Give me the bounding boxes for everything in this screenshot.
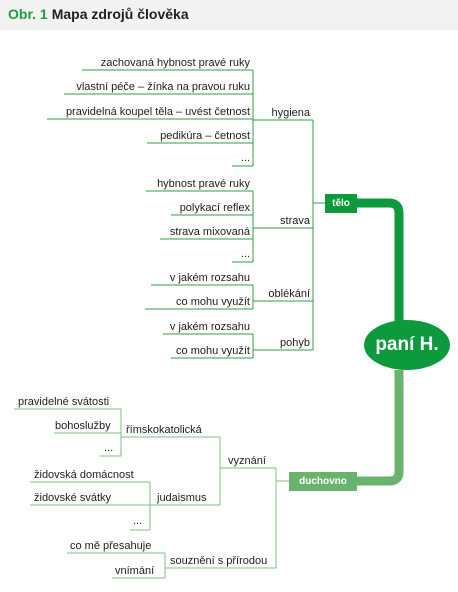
leaf-pravidelna-koupel: pravidelná koupel těla – uvést četnost (65, 106, 250, 118)
leaf-oblekani-vyuzit: co mohu využít (176, 296, 250, 308)
leaf-oblekani-rozsah: v jakém rozsahu (169, 272, 250, 284)
figure-title-text: Mapa zdrojů člověka (51, 6, 189, 22)
branch-pohyb: pohyb (280, 337, 310, 349)
leaf-vlastni-pece: vlastní péče – žínka na pravou ruku (76, 81, 250, 93)
category-node-duchovno: duchovno (289, 472, 357, 491)
leaf-pedikura: pedikúra – četnost (160, 130, 250, 142)
leaf-hygiena-more: ... (240, 152, 250, 164)
leaf-rimskokatolicka-more: ... (104, 442, 114, 454)
leaf-vnimani: vnímání (115, 565, 155, 577)
leaf-bohosluzby: bohoslužby (55, 420, 111, 432)
leaf-hybnost-prave-ruky: hybnost pravé ruky (157, 178, 250, 190)
leaf-pohyb-rozsah: v jakém rozsahu (169, 321, 250, 333)
leaf-zachovana-hybnost: zachovaná hybnost pravé ruky (100, 57, 250, 69)
branch-rimskokatolicka: římskokatolická (126, 424, 202, 436)
branch-hygiena: hygiena (271, 107, 310, 119)
branch-oblekani: oblékání (268, 288, 310, 300)
leaf-judaismus-more: ... (133, 515, 143, 527)
leaf-strava-more: ... (240, 248, 250, 260)
leaf-zidovska-domacnost: židovská domácnost (34, 469, 134, 481)
leaf-polykaci-reflex: polykací reflex (179, 202, 250, 214)
mind-map-panel (0, 30, 458, 592)
leaf-pravidelne-svatosti: pravidelné svátosti (18, 396, 110, 408)
branch-strava: strava (280, 215, 310, 227)
trunk-telo (357, 198, 404, 330)
leaf-zidovske-svatky: židovské svátky (34, 492, 112, 504)
trunk-duchovno (357, 370, 404, 486)
leaf-strava-mixovana: strava mixovaná (169, 226, 250, 238)
category-node-telo: tělo (325, 194, 357, 213)
leaf-pohyb-vyuzit: co mohu využít (176, 345, 250, 357)
leaf-co-me-presahuje: co mě přesahuje (70, 540, 152, 552)
center-node-pani-h: paní H. (364, 320, 450, 370)
branch-vyznani: vyznání (228, 455, 266, 467)
branch-souzneni: souznění s přírodou (170, 555, 268, 567)
branch-judaismus: judaismus (157, 492, 207, 504)
figure-number: Obr. 1 (8, 6, 48, 22)
